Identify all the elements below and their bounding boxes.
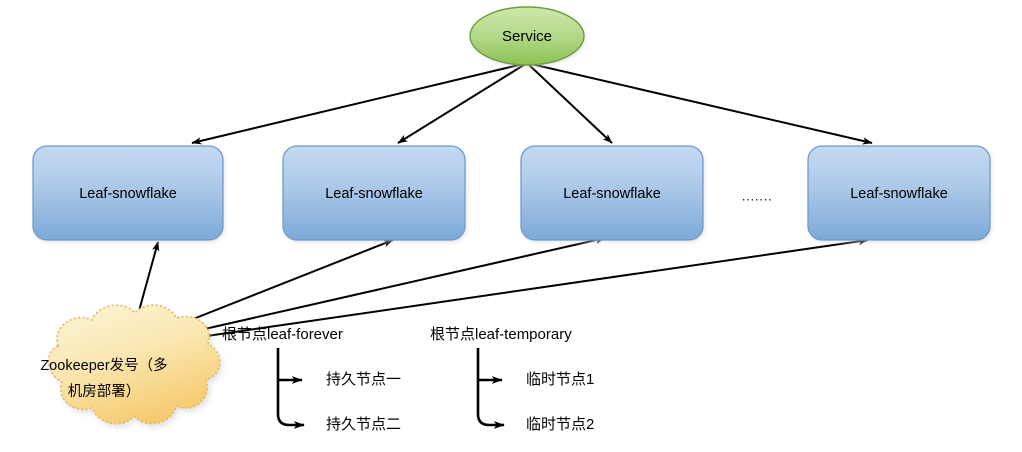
tree-spine-leaf-temporary — [476, 348, 500, 427]
worker-box-1[interactable] — [32, 145, 224, 241]
worker-box-2[interactable] — [282, 145, 466, 241]
worker-label-3: Leaf-snowflake — [563, 186, 661, 202]
edge-service-to-worker-1 — [191, 62, 528, 145]
tree-child-label-leaf-temporary-1: 临时节点1 — [526, 371, 594, 388]
zookeeper-cloud-shape[interactable] — [47, 304, 221, 425]
worker-label-1: Leaf-snowflake — [79, 186, 177, 202]
worker-label-4: Leaf-snowflake — [850, 186, 948, 202]
edge-zookeeper-to-worker-3 — [142, 236, 606, 344]
worker-label-2: Leaf-snowflake — [325, 186, 423, 202]
tree-root-label-leaf-temporary: 根节点leaf-temporary — [430, 326, 572, 343]
zookeeper-label-line-2: 机房部署） — [68, 383, 141, 400]
worker-box-4[interactable] — [807, 145, 991, 241]
edge-service-to-worker-4 — [526, 62, 873, 145]
service-node[interactable]: Service — [469, 6, 585, 66]
tree-leaf-forever: 根节点leaf-forever 持久节点一 持久节点二 — [222, 326, 401, 433]
edge-service-to-worker-3 — [526, 62, 613, 144]
tree-spine-leaf-forever — [276, 348, 300, 427]
tree-child-label-leaf-forever-2: 持久节点二 — [326, 416, 401, 433]
service-to-worker-edges — [191, 62, 873, 145]
worker-node-4[interactable]: Leaf-snowflake — [807, 145, 991, 241]
tree-leaf-temporary: 根节点leaf-temporary 临时节点1 临时节点2 — [430, 326, 594, 433]
tree-child-label-leaf-temporary-2: 临时节点2 — [526, 416, 594, 433]
worker-box-3[interactable] — [520, 145, 704, 241]
tree-child-label-leaf-forever-1: 持久节点一 — [326, 371, 401, 388]
zookeeper-label-line-1: Zookeeper发号（多 — [40, 357, 167, 374]
ellipsis-label: ....... — [742, 188, 773, 204]
edge-service-to-worker-2 — [397, 62, 528, 144]
zookeeper-node[interactable]: Zookeeper发号（多 机房部署） — [40, 304, 221, 425]
worker-node-1[interactable]: Leaf-snowflake — [32, 145, 224, 241]
tree-root-label-leaf-forever: 根节点leaf-forever — [222, 326, 343, 343]
edge-zookeeper-to-worker-4 — [144, 237, 869, 346]
service-ellipse[interactable] — [469, 6, 585, 66]
worker-node-3[interactable]: Leaf-snowflake — [520, 145, 704, 241]
worker-node-2[interactable]: Leaf-snowflake — [282, 145, 466, 241]
service-label: Service — [502, 28, 552, 45]
